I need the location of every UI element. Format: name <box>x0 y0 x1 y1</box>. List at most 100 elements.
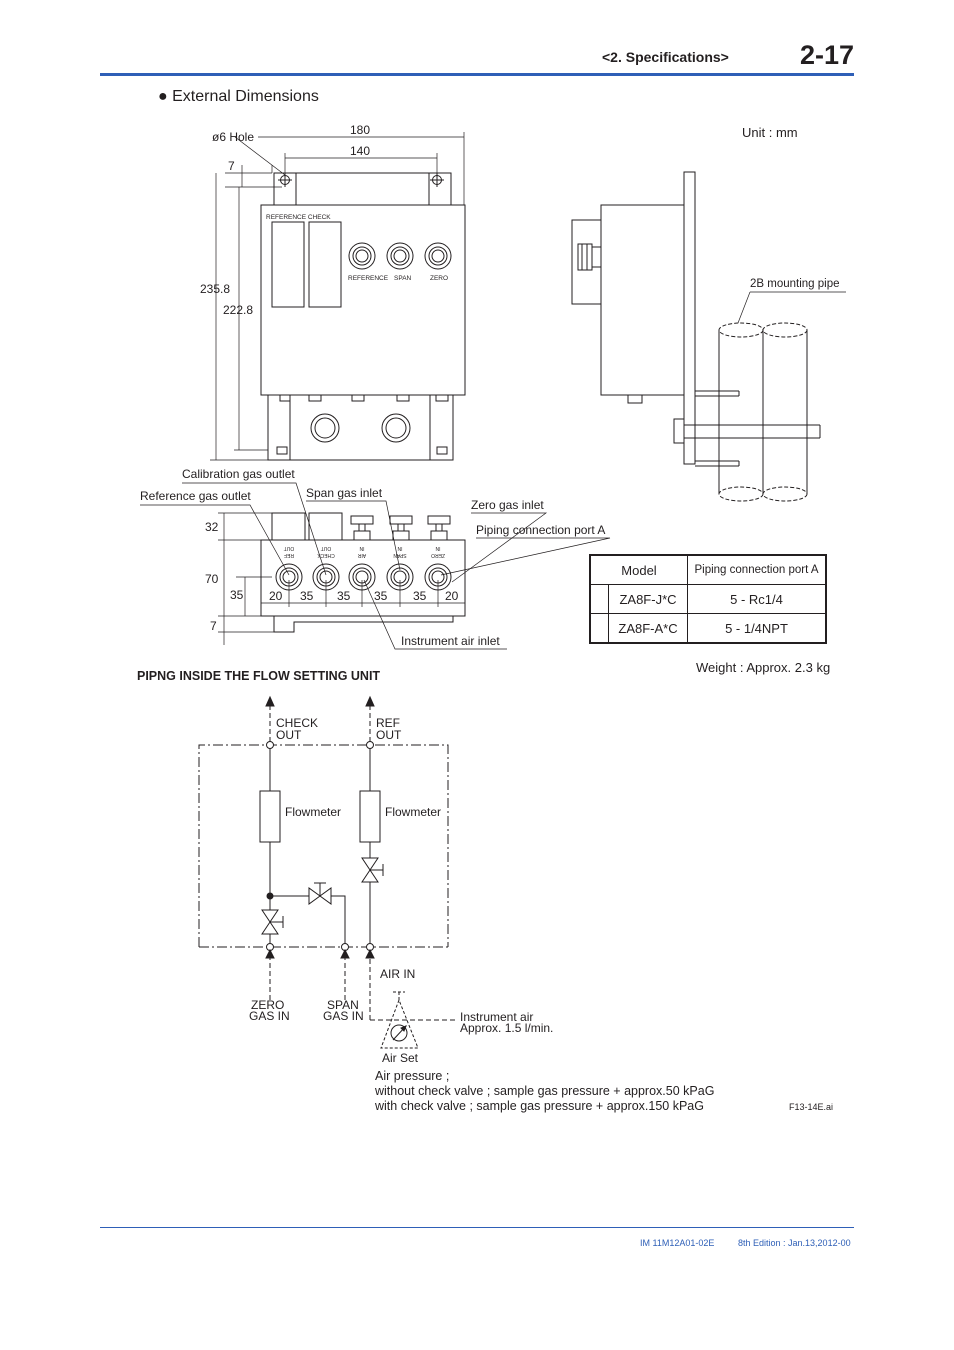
instrument-air-line2: Approx. 1.5 l/min. <box>460 1021 553 1035</box>
port-span-line2: IN <box>397 545 402 551</box>
air-pressure-notes: Air pressure ; without check valve ; sam… <box>375 1069 714 1114</box>
flowmeter-left-label: Flowmeter <box>285 805 341 819</box>
flowmeter-left <box>259 790 281 843</box>
side-housing <box>600 204 685 396</box>
footer-edition: 8th Edition : Jan.13,2012-00 <box>738 1238 851 1248</box>
piping-schematic <box>198 695 456 1049</box>
air-set-symbol <box>370 991 456 1049</box>
ref-out-line1: REF <box>376 716 400 730</box>
bottom-housing <box>260 539 466 617</box>
zero-gas-inlet-label: Zero gas inlet <box>471 498 544 512</box>
needle-valve-left <box>261 909 284 935</box>
piping-port-a-label: Piping connection port A <box>476 523 605 537</box>
mounting-pipe <box>718 322 808 502</box>
footer-rule <box>100 1227 854 1228</box>
header-rule <box>100 73 854 76</box>
span-gas-in-line2: GAS IN <box>323 1009 364 1023</box>
main-housing <box>260 204 466 396</box>
pitch-35-c: 35 <box>374 589 388 603</box>
dim-35-vertical: 35 <box>230 588 244 602</box>
port-air-line2: IN <box>359 545 364 551</box>
pitch-20-left: 20 <box>269 589 283 603</box>
dim-222-8: 222.8 <box>223 303 253 317</box>
section-title: ● External Dimensions <box>158 88 319 105</box>
flowmeter-window-right <box>308 221 342 308</box>
mounting-hole-right <box>430 173 444 187</box>
mounting-bracket <box>273 172 452 206</box>
reference-gas-outlet-label: Reference gas outlet <box>140 489 251 503</box>
dim-235-8: 235.8 <box>200 282 230 296</box>
knob-label-zero: ZERO <box>430 275 448 282</box>
panel-label: REFERENCE CHECK <box>266 214 331 221</box>
figure-id: F13-14E.ai <box>789 1102 834 1112</box>
hole-label: ø6 Hole <box>212 130 254 144</box>
knob-reference <box>348 242 376 270</box>
manifold-fitting-left <box>310 413 340 443</box>
air-set-label: Air Set <box>382 1051 419 1065</box>
port-ref-line2: OUT <box>284 545 295 551</box>
footer-document-number: IM 11M12A01-02E <box>640 1238 715 1248</box>
pitch-35-d: 35 <box>413 589 427 603</box>
table-cell-port: 5 - Rc1/4 <box>687 584 827 614</box>
header-page-number: 2-17 <box>799 40 854 70</box>
header-section-title: <2. Specifications> <box>602 49 729 65</box>
port-air-line1: AIR <box>357 552 366 558</box>
instrument-air-inlet-label: Instrument air inlet <box>401 634 500 648</box>
needle-valve-right <box>361 857 384 883</box>
ref-out-line2: OUT <box>376 728 402 742</box>
air-pressure-heading: Air pressure ; <box>375 1069 450 1083</box>
port-zero-line1: ZERO <box>431 552 445 558</box>
dim-70: 70 <box>205 572 219 586</box>
dim-180: 180 <box>350 123 370 137</box>
manifold-block <box>267 394 454 461</box>
dim-140: 140 <box>350 144 370 158</box>
knob-label-reference: REFERENCE <box>348 275 389 282</box>
dim-7-bottom: 7 <box>210 619 217 633</box>
table-row: ZA8F-A*C 5 - 1/4NPT <box>589 613 827 644</box>
check-out-line2: OUT <box>276 728 302 742</box>
side-view <box>571 171 846 502</box>
bottom-view <box>140 482 611 650</box>
flowmeter-right-label: Flowmeter <box>385 805 441 819</box>
flowmeter-window-left <box>271 221 305 308</box>
stem-air <box>350 515 374 541</box>
model-spec-table: Model Piping connection port A ZA8F-J*C … <box>589 554 827 644</box>
knob-zero <box>424 242 452 270</box>
port-span-line1: SPAN <box>393 552 407 558</box>
pitch-35-a: 35 <box>300 589 314 603</box>
table-header-row: Model Piping connection port A <box>589 554 827 585</box>
table-header-model: Model <box>589 554 688 585</box>
table-row: ZA8F-J*C 5 - Rc1/4 <box>589 584 827 614</box>
calibration-gas-outlet-label: Calibration gas outlet <box>182 467 295 481</box>
dim-32: 32 <box>205 520 219 534</box>
mounting-plate <box>683 171 696 465</box>
table-cell-port: 5 - 1/4NPT <box>687 613 827 644</box>
port-check-line2: OUT <box>321 545 332 551</box>
mounting-pipe-label: 2B mounting pipe <box>750 278 840 290</box>
zero-gas-in-line2: GAS IN <box>249 1009 290 1023</box>
table-header-port: Piping connection port A <box>687 554 827 585</box>
pitch-35-b: 35 <box>337 589 351 603</box>
mounting-hole-left <box>278 173 292 187</box>
air-in-label: AIR IN <box>380 967 415 981</box>
instrument-air-line1: Instrument air <box>460 1010 533 1024</box>
port-zero-line2: IN <box>435 545 440 551</box>
stem-zero <box>427 515 451 541</box>
check-valve <box>308 882 332 905</box>
port-ref-line1: REF <box>284 552 294 558</box>
air-pressure-without-check: without check valve ; sample gas pressur… <box>375 1084 715 1098</box>
piping-title: PIPNG INSIDE THE FLOW SETTING UNIT <box>137 669 381 683</box>
front-view <box>210 132 466 461</box>
dim-7-top: 7 <box>228 159 235 173</box>
table-cell-model: ZA8F-J*C <box>608 584 688 614</box>
span-gas-in-line1: SPAN <box>327 998 359 1012</box>
manifold-fitting-right <box>381 413 411 443</box>
zero-gas-in-line1: ZERO <box>251 998 284 1012</box>
flowmeter-right <box>359 790 381 843</box>
span-gas-inlet-label: Span gas inlet <box>306 486 383 500</box>
pitch-20-right: 20 <box>445 589 459 603</box>
table-cell-model: ZA8F-A*C <box>608 613 688 644</box>
port-check-line1: CHECK <box>317 552 335 558</box>
knob-label-span: SPAN <box>394 275 412 282</box>
